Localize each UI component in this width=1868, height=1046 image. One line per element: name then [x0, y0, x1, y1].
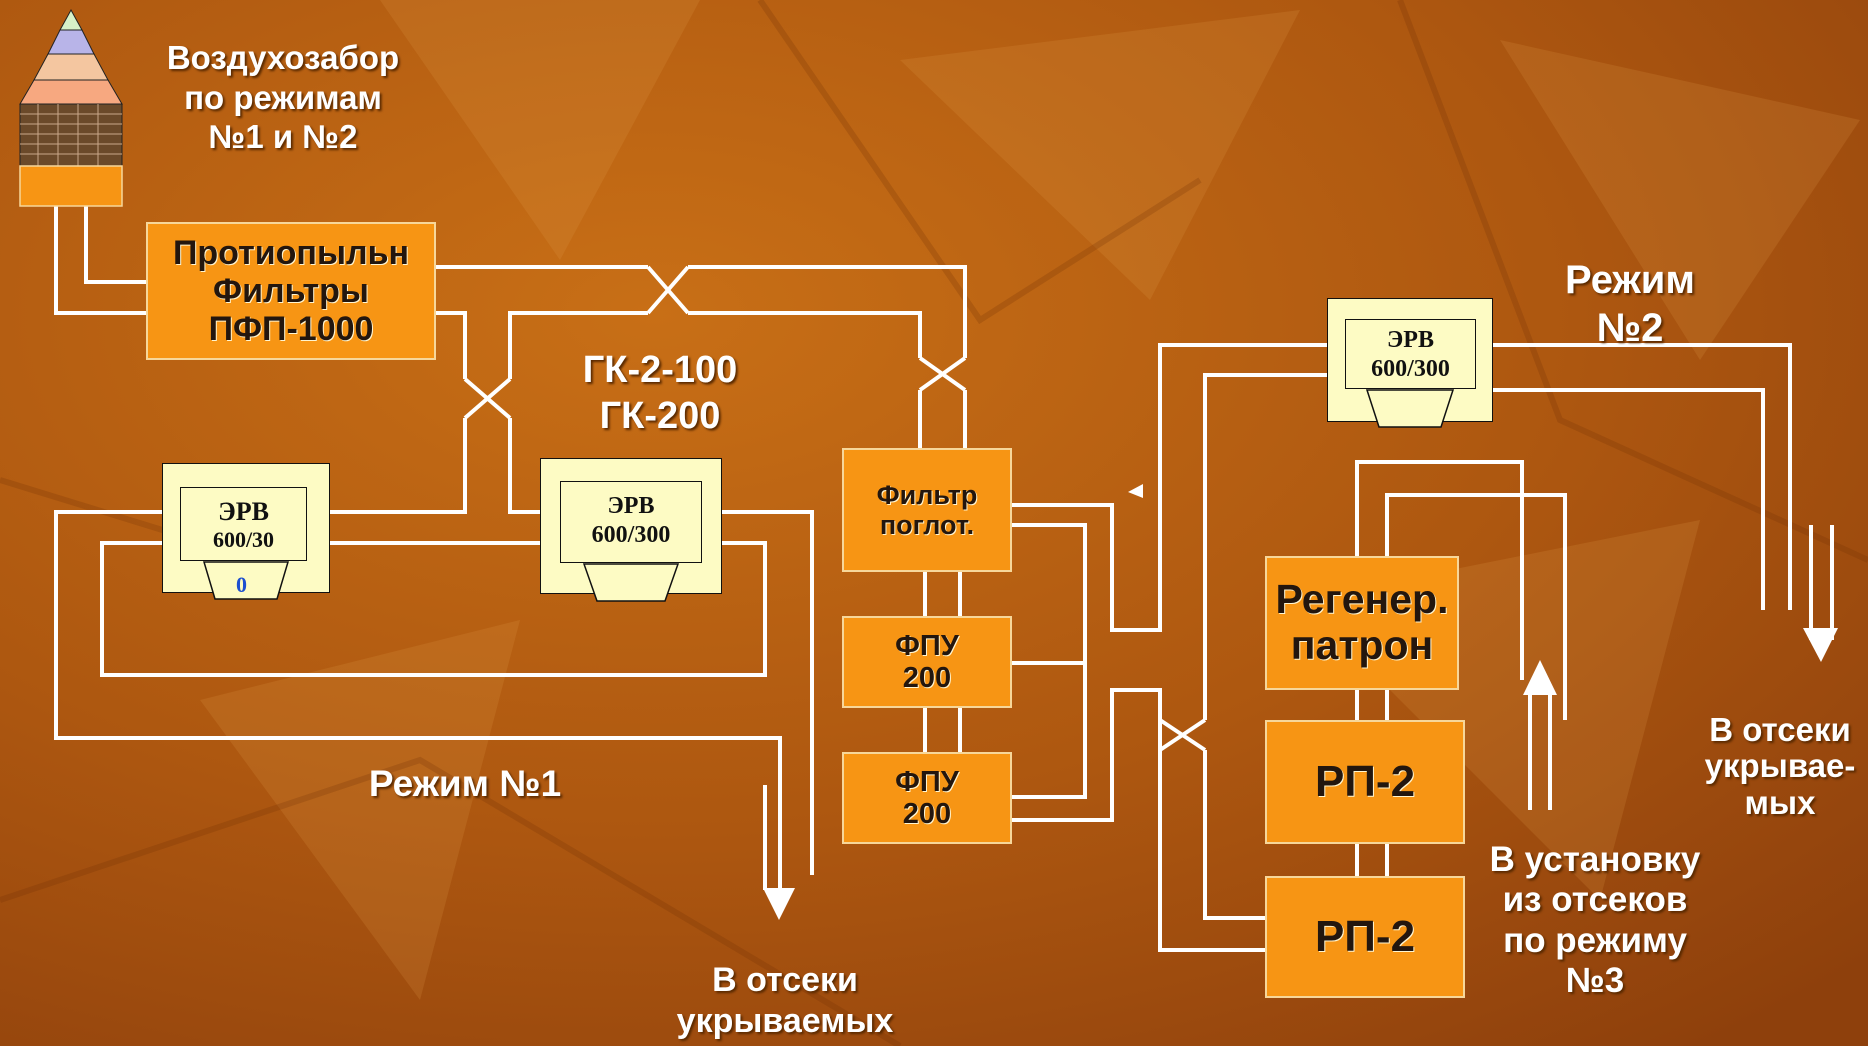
rp2-top-label: РП-2: [1314, 757, 1416, 807]
air-intake-tower-icon: [19, 8, 123, 207]
dust-filter-line-2: Фильтры: [213, 271, 369, 310]
fpu-box-1: ФПУ 200: [842, 616, 1012, 708]
dust-filter-box: Протиопыльн Фильтры ПФП-1000: [146, 222, 436, 360]
mode2-line-2: №2: [1596, 306, 1664, 350]
erv-left-line-2: 600/30: [212, 527, 275, 553]
output-left-line-2: укрываемых: [676, 1001, 894, 1040]
absorber-line-1: Фильтр: [876, 479, 978, 510]
mode2-line-1: Режим: [1565, 258, 1695, 302]
mode2-label: Режим №2: [1540, 256, 1720, 352]
erv-unit-right: ЭРВ 600/300: [1327, 298, 1493, 428]
fpu1-line-1: ФПУ: [895, 629, 959, 662]
output-left-line-1: В отсеки: [712, 961, 858, 999]
output-right-label: В отсеки укрывае- мых: [1680, 711, 1868, 821]
erv-mid-line-1: ЭРВ: [607, 493, 655, 519]
fpu1-line-2: 200: [902, 662, 952, 694]
small-pointer: [1128, 484, 1143, 498]
gk-line-2: ГК-200: [599, 394, 721, 437]
mode3-input-label: В установку из отсеков по режиму №3: [1450, 840, 1740, 1001]
fpu2-line-2: 200: [902, 798, 952, 830]
rp2-box-bottom: РП-2: [1265, 876, 1465, 998]
air-intake-line-2: по режимам: [184, 78, 382, 116]
mode1-text: Режим №1: [368, 763, 562, 804]
erv-mid-hopper: [583, 563, 679, 602]
air-intake-line-3: №1 и №2: [208, 118, 358, 156]
fpu-box-2: ФПУ 200: [842, 752, 1012, 844]
erv-right-line-1: ЭРВ: [1387, 327, 1434, 353]
air-intake-line-1: Воздухозабор: [166, 39, 400, 76]
erv-unit-middle: ЭРВ 600/300: [540, 458, 722, 602]
erv-unit-left: ЭРВ 600/30 0: [162, 463, 330, 600]
erv-left-extra: 0: [236, 572, 247, 597]
gk-label: ГК-2-100 ГК-200: [550, 348, 770, 439]
down-arrow-left: [763, 888, 795, 920]
erv-left-line-1: ЭРВ: [218, 497, 269, 526]
output-right-line-1: В отсеки: [1709, 711, 1851, 748]
output-right-line-2: укрывае-: [1704, 747, 1856, 785]
fpu2-line-1: ФПУ: [895, 765, 959, 798]
air-intake-title: Воздухозабор по режимам №1 и №2: [148, 38, 418, 157]
mode3-line-2: из отсеков: [1502, 880, 1688, 920]
absorber-line-2: поглот.: [879, 510, 975, 540]
dust-filter-line-3: ПФП-1000: [208, 310, 374, 349]
mode3-line-1: В установку: [1489, 840, 1701, 879]
rp2-bottom-label: РП-2: [1314, 912, 1416, 962]
erv-left-hopper: [203, 561, 289, 600]
erv-right-line-2: 600/300: [1371, 355, 1450, 382]
erv-mid-line-2: 600/300: [591, 521, 671, 548]
down-arrow-right: [1803, 628, 1838, 662]
erv-right-hopper: [1366, 389, 1454, 428]
dust-filter-line-1: Протиопыльн: [172, 233, 410, 272]
rp2-box-top: РП-2: [1265, 720, 1465, 844]
regen-line-2: патрон: [1290, 622, 1434, 668]
absorber-filter-box: Фильтр поглот.: [842, 448, 1012, 572]
regen-line-1: Регенер.: [1275, 576, 1449, 623]
mode1-label: Режим №1: [340, 762, 590, 806]
output-left-label: В отсеки укрываемых: [640, 960, 930, 1042]
gk-line-1: ГК-2-100: [582, 349, 738, 391]
output-right-line-3: мых: [1744, 783, 1816, 821]
mode3-line-3: по режиму: [1503, 920, 1687, 960]
regen-cartridge-box: Регенер. патрон: [1265, 556, 1459, 690]
mode3-line-4: №3: [1565, 960, 1625, 1000]
up-arrow: [1523, 660, 1557, 695]
